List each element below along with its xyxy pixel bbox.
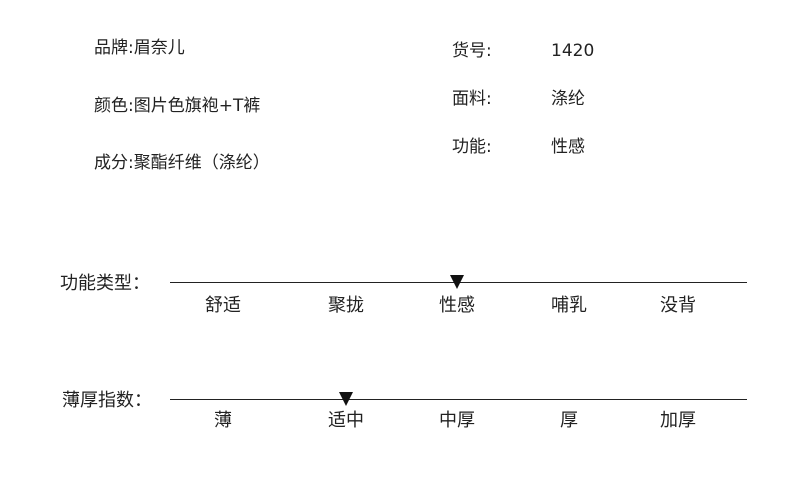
spec-function-value: 性感: [551, 137, 585, 157]
thickness-line: [170, 399, 747, 400]
thickness-option-4: 厚: [560, 410, 578, 431]
function-type-option-3: 性感: [439, 295, 475, 316]
function-type-option-4: 哺乳: [551, 295, 587, 316]
function-type-marker: [450, 275, 464, 289]
spec-function-label: 功能:: [452, 137, 492, 157]
spec-color: 颜色:图片色旗袍+T裤: [94, 96, 261, 116]
spec-composition: 成分:聚酯纤维（涤纶）: [94, 153, 270, 173]
function-type-option-2: 聚拢: [328, 295, 364, 316]
thickness-marker: [339, 392, 353, 406]
function-type-option-5: 没背: [660, 295, 696, 316]
spec-item-no-label: 货号:: [452, 41, 492, 61]
thickness-option-5: 加厚: [660, 410, 696, 431]
spec-fabric-value: 涤纶: [551, 89, 585, 109]
thickness-option-1: 薄: [214, 410, 232, 431]
function-type-option-1: 舒适: [205, 295, 241, 316]
thickness-label: 薄厚指数：: [62, 390, 152, 411]
spec-item-no-value: 1420: [551, 41, 595, 61]
function-type-label: 功能类型：: [60, 273, 150, 294]
spec-brand: 品牌:眉奈儿: [94, 38, 185, 58]
thickness-option-3: 中厚: [439, 410, 475, 431]
spec-fabric-label: 面料:: [452, 89, 492, 109]
thickness-option-2: 适中: [328, 410, 364, 431]
